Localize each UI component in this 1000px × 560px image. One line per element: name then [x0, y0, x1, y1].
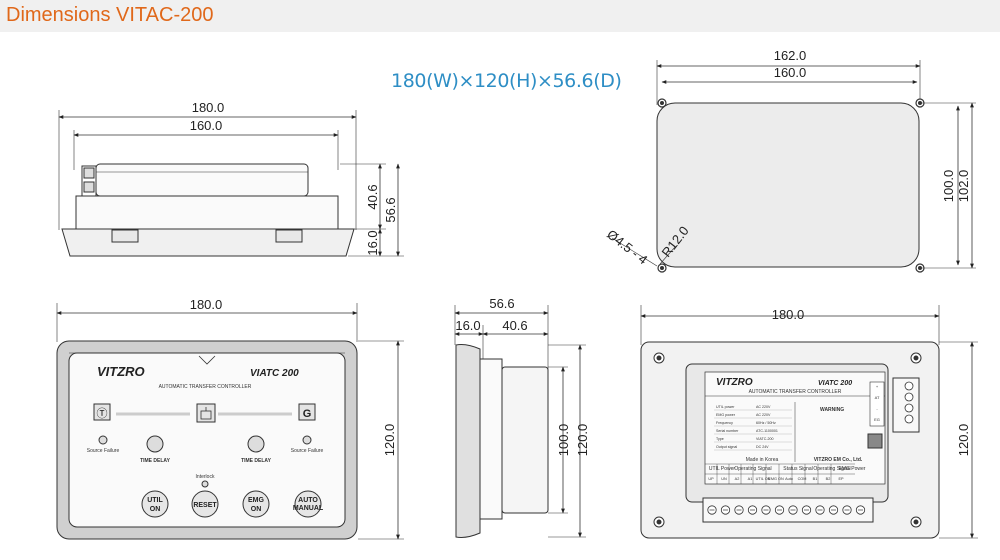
rear-brand-logo: VITZRO: [716, 377, 753, 388]
svg-text:MANUAL: MANUAL: [293, 505, 324, 512]
mount-hole-span-outer: 162.0: [774, 48, 807, 63]
front-view: [56, 303, 404, 540]
rear-height: 120.0: [956, 424, 971, 457]
mount-height-outer: 102.0: [956, 170, 971, 203]
svg-text:EMG: EMG: [248, 497, 265, 504]
side-view: [58, 110, 404, 257]
side-terminal-screw: [904, 403, 914, 413]
mount-height-inner: 100.0: [941, 170, 956, 203]
terminal-label: Auto: [785, 477, 793, 481]
spec-row-label: UTIL power: [716, 405, 735, 409]
headline-dimensions: 180(W)×120(H)×56.6(D): [391, 70, 622, 92]
front-height: 120.0: [382, 424, 397, 457]
spec-row-value: ATC-1100001: [756, 429, 778, 433]
svg-text:Operating Signal: Operating Signal: [734, 466, 771, 472]
svg-text:Status Signal: Status Signal: [783, 466, 812, 472]
time-delay-left: TIME DELAY: [140, 458, 170, 464]
svg-text:Operating Signal: Operating Signal: [813, 466, 850, 472]
depth-height-inner: 100.0: [556, 424, 571, 457]
rear-mount-view: [611, 60, 976, 273]
interlock-label: Interlock: [196, 474, 215, 480]
mount-hole-span-inner: 160.0: [774, 65, 807, 80]
util-on-button[interactable]: UTIL ON: [147, 497, 163, 513]
spec-row-value: VIATC-200: [756, 437, 774, 441]
front-model: VIATC 200: [250, 368, 299, 379]
svg-text:UTIL: UTIL: [147, 497, 163, 504]
terminal-label: A2: [735, 477, 740, 481]
terminal-label: UN: [721, 477, 727, 481]
page-title: Dimensions VITAC-200: [6, 4, 214, 26]
terminal-label: COM: [798, 477, 807, 481]
svg-text:RESET: RESET: [193, 502, 217, 509]
svg-text:UTIL Power: UTIL Power: [709, 466, 736, 472]
front-brand-logo: VITZRO: [97, 364, 145, 379]
rear-terminal-block: [707, 505, 866, 515]
source-failure-left: Source Failure: [87, 448, 120, 454]
mount-hole-spec: Ø4.5 - 4: [604, 227, 650, 268]
rear-made-in: Made in Korea: [746, 457, 779, 463]
side-width-outer: 180.0: [192, 100, 225, 115]
terminal-label: B1: [813, 477, 818, 481]
depth-height-outer: 120.0: [575, 424, 590, 457]
rear-model: VIATC 200: [818, 380, 852, 387]
spec-row-label: EMG power: [716, 413, 736, 417]
front-width: 180.0: [190, 297, 223, 312]
terminal-label: EP: [838, 477, 844, 481]
depth-body: 40.6: [502, 318, 527, 333]
front-subtitle: AUTOMATIC TRANSFER CONTROLLER: [159, 384, 252, 390]
spec-row-value: 60Hz / 50Hz: [756, 421, 776, 425]
svg-text:ON: ON: [251, 506, 262, 513]
side-terminal-label: +: [876, 384, 879, 389]
spec-row-value: AC 220V: [756, 413, 771, 417]
terminal-label: UTIL ON: [756, 477, 771, 481]
side-depth-total: 56.6: [383, 197, 398, 222]
side-depth-body: 40.6: [365, 184, 380, 209]
terminal-label: A1: [748, 477, 753, 481]
svg-text:EMG Power: EMG Power: [839, 466, 866, 472]
source-failure-right: Source Failure: [291, 448, 324, 454]
group-label-row: UTIL Power Operating Signal Status Signa…: [709, 466, 866, 472]
transfer-switch-icon: [200, 407, 212, 420]
svg-text:ON: ON: [150, 506, 161, 513]
rear-view: [640, 305, 978, 539]
side-depth-front: 16.0: [365, 230, 380, 255]
terminal-label: UP: [708, 477, 714, 481]
spec-table: UTIL power AC 220V EMG power AC 220V Frequen…: [714, 405, 792, 451]
depth-total: 56.6: [489, 296, 514, 311]
time-delay-right: TIME DELAY: [241, 458, 271, 464]
spec-row-label: Type: [716, 437, 724, 441]
side-width-inner: 160.0: [190, 118, 223, 133]
svg-text:AUTO: AUTO: [298, 497, 318, 504]
reset-button[interactable]: RESET: [193, 502, 217, 509]
rear-width: 180.0: [772, 307, 805, 322]
utility-icon: Ⓣ: [97, 407, 108, 420]
terminal-label: EMG ON: [768, 477, 784, 481]
spec-row-value: DC 24V: [756, 445, 769, 449]
side-terminal-screw: [904, 414, 914, 424]
spec-row-value: AC 220V: [756, 405, 771, 409]
spec-row-label: Frequency: [716, 421, 733, 425]
terminal-label: B2: [826, 477, 831, 481]
side-terminal-label: AT: [875, 395, 880, 400]
side-terminal-screw: [904, 392, 914, 402]
spec-row-label: Serial number: [716, 429, 739, 433]
generator-icon: G: [303, 408, 312, 420]
side-terminal-screw: [904, 381, 914, 391]
spec-row-label: Output signal: [716, 445, 737, 449]
rear-maker: VITZRO EM Co., Ltd.: [814, 457, 863, 463]
title-bar: Dimensions VITAC-200: [0, 0, 1000, 32]
emg-on-button[interactable]: EMG ON: [248, 497, 265, 513]
side-terminal-label: EG: [874, 417, 880, 422]
depth-front: 16.0: [455, 318, 480, 333]
side-terminal-block: + AT - EG: [874, 381, 914, 424]
rear-subtitle: AUTOMATIC TRANSFER CONTROLLER: [749, 389, 842, 395]
rear-warning-title: WARNING: [820, 407, 844, 413]
depth-view: [454, 305, 586, 538]
auto-manual-button[interactable]: AUTO MANUAL: [293, 497, 324, 512]
side-terminal-label: -: [876, 406, 878, 411]
